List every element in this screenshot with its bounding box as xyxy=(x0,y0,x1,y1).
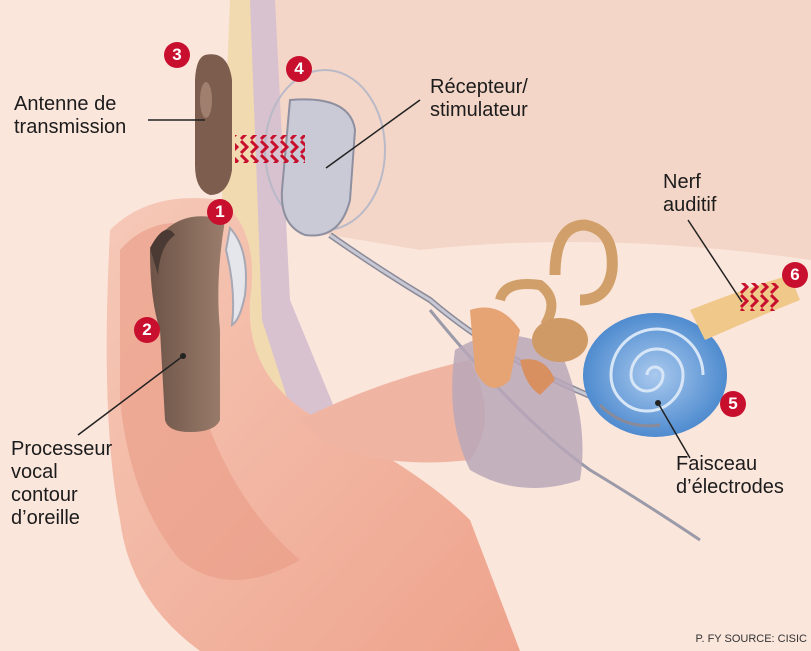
badge-5: 5 xyxy=(720,391,746,417)
badge-2: 2 xyxy=(134,317,160,343)
transmission-antenna xyxy=(195,54,232,195)
label-speech-processor: Processeur vocal contour d’oreille xyxy=(11,438,112,530)
badge-1: 1 xyxy=(207,199,233,225)
label-receiver-stimulator: Récepteur/ stimulateur xyxy=(430,76,528,122)
source-credit: P. FY SOURCE: CISIC xyxy=(696,633,807,645)
pointer-dot-processor xyxy=(180,353,186,359)
label-auditory-nerve: Nerf auditif xyxy=(663,171,716,217)
pointer-dot-electrodes xyxy=(655,400,661,406)
signal-arrows-nerve xyxy=(740,283,780,311)
badge-6: 6 xyxy=(782,262,808,288)
label-electrode-array: Faisceau d’électrodes xyxy=(676,453,784,499)
receiver-stimulator xyxy=(282,99,355,235)
label-transmission-antenna: Antenne de transmission xyxy=(14,93,126,139)
badge-4: 4 xyxy=(286,56,312,82)
badge-3: 3 xyxy=(164,42,190,68)
antenna-magnet xyxy=(200,82,212,118)
vestibule xyxy=(532,318,588,362)
signal-arrows-transmit xyxy=(235,135,305,163)
